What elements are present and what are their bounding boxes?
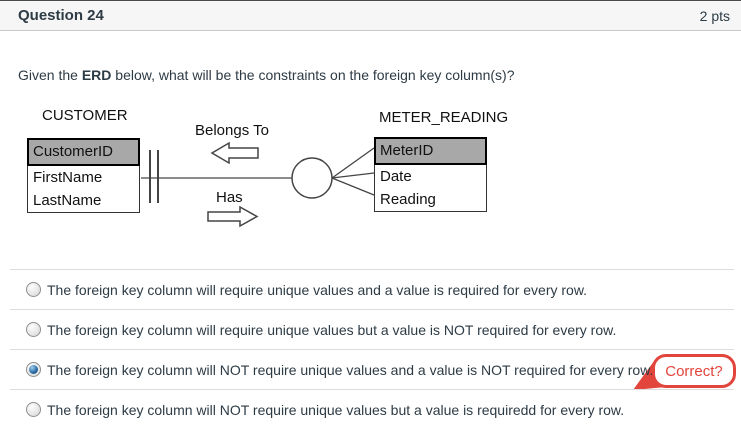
radio-button[interactable] xyxy=(26,402,41,417)
customer-entity-title: CUSTOMER xyxy=(42,107,128,124)
meter-reading-field-date: Date xyxy=(380,168,412,185)
relationship-label-has: Has xyxy=(216,189,243,206)
answer-option-3[interactable]: The foreign key column will NOT require … xyxy=(10,349,734,389)
meter-reading-primary-key-cell: MeterID xyxy=(374,137,487,165)
question-text-prefix: Given the xyxy=(18,67,82,83)
customer-field-lastname: LastName xyxy=(33,192,102,209)
question-header: Question 24 2 pts xyxy=(0,1,741,31)
question-text-suffix: below, what will be the constraints on t… xyxy=(111,67,515,83)
crows-foot-mid xyxy=(331,172,375,179)
answer-option-2[interactable]: The foreign key column will require uniq… xyxy=(10,309,734,349)
question-points: 2 pts xyxy=(699,7,730,24)
radio-button[interactable] xyxy=(26,362,41,377)
optionality-circle xyxy=(291,157,333,199)
question-title: Question 24 xyxy=(18,7,104,24)
question-text: Given the ERD below, what will be the co… xyxy=(18,67,515,83)
meter-reading-entity-table: MeterID Date Reading xyxy=(374,137,487,212)
radio-button[interactable] xyxy=(26,322,41,337)
answer-option-1[interactable]: The foreign key column will require uniq… xyxy=(10,269,734,309)
answer-option-label: The foreign key column will require uniq… xyxy=(47,321,617,338)
crows-foot-top xyxy=(331,147,375,179)
radio-button[interactable] xyxy=(26,282,41,297)
meter-reading-field-reading: Reading xyxy=(380,191,436,208)
relationship-label-belongs-to: Belongs To xyxy=(195,122,269,139)
answer-option-4[interactable]: The foreign key column will NOT require … xyxy=(10,389,734,429)
customer-primary-key-cell: CustomerID xyxy=(27,138,140,166)
answer-option-label: The foreign key column will require uniq… xyxy=(47,281,588,298)
question-text-bold: ERD xyxy=(81,67,112,83)
answer-option-label: The foreign key column will NOT require … xyxy=(47,401,625,418)
meter-reading-entity-title: METER_READING xyxy=(379,109,509,126)
belongs-to-arrow-icon xyxy=(210,141,259,165)
answer-options: The foreign key column will require uniq… xyxy=(0,269,741,429)
answer-option-label: The foreign key column will NOT require … xyxy=(47,361,654,378)
correct-annotation: Correct? xyxy=(652,354,736,388)
customer-field-firstname: FirstName xyxy=(33,169,103,186)
customer-entity-table: CustomerID FirstName LastName xyxy=(27,138,140,213)
has-arrow-icon xyxy=(207,205,259,228)
crows-foot-bottom xyxy=(331,177,375,196)
